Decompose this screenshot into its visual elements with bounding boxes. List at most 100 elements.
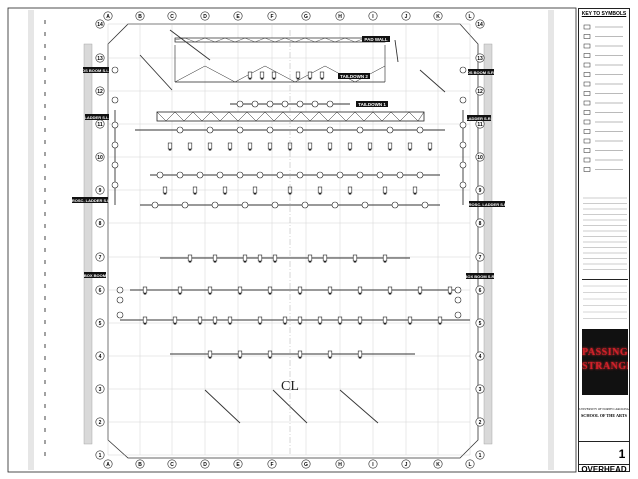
school-name: SCHOOL OF THE ARTS — [580, 413, 628, 418]
fixture-icon — [352, 254, 358, 263]
grid-bubble — [95, 53, 105, 63]
fixture-icon — [376, 171, 384, 179]
grid-col-label: G — [304, 14, 308, 20]
fixture-icon — [454, 296, 462, 304]
fixture-icon — [236, 100, 244, 108]
grid-bubble — [475, 252, 485, 262]
fixture-icon — [382, 254, 388, 263]
grid-row-label: 10 — [97, 155, 103, 161]
fixture-icon — [407, 142, 413, 151]
fixture-icon — [267, 286, 273, 295]
fixture-icon — [301, 201, 309, 209]
fixture-icon — [181, 201, 189, 209]
fixture-icon — [357, 286, 363, 295]
fixtures — [111, 66, 467, 359]
fixture-icon — [421, 201, 429, 209]
fixture-icon — [212, 316, 218, 325]
grid-bubble — [167, 459, 177, 469]
grid-bubble — [95, 252, 105, 262]
fixture-icon — [317, 186, 323, 195]
grid-col-label: L — [468, 14, 471, 20]
fixture-icon — [192, 186, 198, 195]
grid-col-label: K — [436, 14, 440, 20]
school-line1: UNIVERSITY OF NORTH CAROLINA — [579, 407, 629, 411]
fixture-icon — [326, 100, 334, 108]
grid-col-label: G — [304, 462, 308, 468]
fixture-icon — [187, 142, 193, 151]
fixture-icon — [111, 121, 119, 129]
key-symbol — [583, 24, 591, 30]
grid-row-label: 10 — [477, 155, 483, 161]
grid-col-label: E — [236, 462, 240, 468]
fixture-icon — [391, 201, 399, 209]
fixture-icon — [295, 71, 301, 80]
grid-row-label: 8 — [99, 221, 102, 227]
fixture-icon — [151, 201, 159, 209]
fixture-icon — [227, 142, 233, 151]
fixture-icon — [361, 201, 369, 209]
fixture-icon — [281, 100, 289, 108]
fixture-icon — [319, 71, 325, 80]
fixture-icon — [267, 142, 273, 151]
fixture-icon — [276, 171, 284, 179]
fixture-icon — [437, 316, 443, 325]
taildown-2-label: TAILDOWN 2 — [340, 74, 368, 79]
fixture-icon — [296, 100, 304, 108]
fixture-icon — [459, 121, 467, 129]
fixture-icon — [417, 286, 423, 295]
fixture-icon — [336, 171, 344, 179]
fixture-icon — [297, 286, 303, 295]
key-symbol — [583, 34, 591, 39]
grid-bubble — [95, 318, 105, 328]
grid-bubble — [475, 218, 485, 228]
grid-col-label: A — [106, 462, 110, 468]
grid-bubble — [267, 459, 277, 469]
fixture-icon — [267, 350, 273, 359]
fixture-icon — [387, 142, 393, 151]
notes-area — [582, 194, 628, 274]
fixture-icon — [227, 316, 233, 325]
grid-col-label: E — [236, 14, 240, 20]
grid-col-label: F — [270, 462, 273, 468]
grid-col-label: J — [405, 14, 408, 20]
key-to-symbols-title: KEY TO SYMBOLS — [581, 11, 627, 17]
fixture-icon — [272, 254, 278, 263]
tail-down-2-truss — [174, 45, 386, 83]
grid-col-label: H — [338, 14, 342, 20]
sheet-info-grid — [579, 441, 629, 465]
grid-bubble — [95, 152, 105, 162]
fixture-icon — [459, 96, 467, 104]
grid-row-label: 6 — [479, 288, 482, 294]
fixture-icon — [459, 181, 467, 189]
fixture-icon — [111, 161, 119, 169]
fixture-icon — [111, 66, 119, 74]
key-symbol — [583, 110, 591, 115]
centerline-symbol: CL — [281, 30, 299, 455]
grid-bubble — [200, 11, 210, 21]
grid-row-label: 7 — [479, 255, 482, 261]
grid-row-label: 3 — [479, 387, 482, 393]
fixture-icon — [172, 316, 178, 325]
grid-col-label: L — [468, 462, 471, 468]
fixture-icon — [207, 350, 213, 359]
fixture-icon — [427, 142, 433, 151]
fixture-icon — [167, 142, 173, 151]
grid-bubble — [475, 152, 485, 162]
grid-bubble — [135, 11, 145, 21]
fixture-icon — [241, 201, 249, 209]
fixture-icon — [271, 201, 279, 209]
left-margin-band — [28, 10, 34, 470]
fixture-icon — [382, 186, 388, 195]
main-truss — [156, 111, 425, 122]
key-symbol — [583, 91, 591, 96]
fixture-icon — [412, 186, 418, 195]
fixture-icon — [357, 316, 363, 325]
grid-col-label: I — [372, 462, 374, 468]
fixture-icon — [459, 141, 467, 149]
grid-bubble — [475, 285, 485, 295]
fixture-icon — [347, 186, 353, 195]
fixture-icon — [459, 66, 467, 74]
key-symbol — [583, 157, 591, 163]
